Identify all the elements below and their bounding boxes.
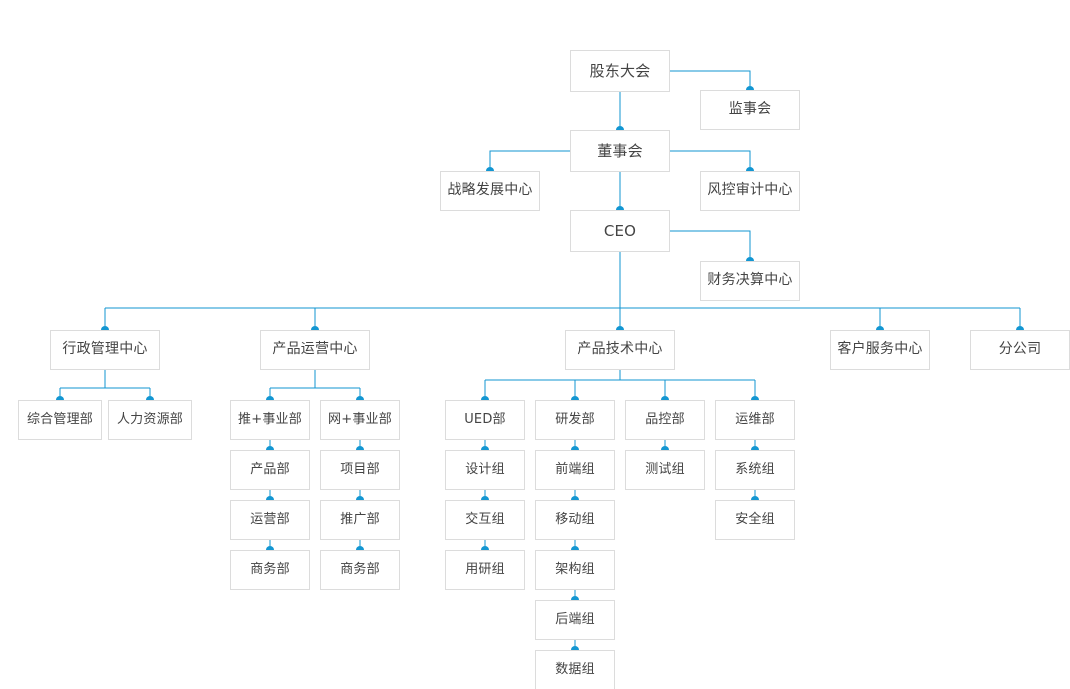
org-node-label: 安全组: [735, 511, 775, 527]
org-node-label: 客户服务中心: [837, 341, 923, 358]
org-node-ops-tui-biz[interactable]: 商务部: [230, 550, 310, 590]
org-node-ops-tui[interactable]: 推+事业部: [230, 400, 310, 440]
org-node-label: 项目部: [340, 461, 380, 477]
org-node-label: 运维部: [735, 411, 775, 427]
org-node-label: 董事会: [597, 141, 643, 160]
org-node-branch[interactable]: 分公司: [970, 330, 1070, 370]
org-node-prodtech[interactable]: 产品技术中心: [565, 330, 675, 370]
org-node-shareholders[interactable]: 股东大会: [570, 50, 670, 92]
shareholders-to-supervisors: [670, 70, 751, 90]
org-node-label: 研发部: [555, 411, 595, 427]
main-trunk-bus: [104, 307, 1021, 330]
org-node-label: 移动组: [555, 511, 595, 527]
org-node-ops-wang-project[interactable]: 项目部: [320, 450, 400, 490]
org-node-label: 后端组: [555, 611, 595, 627]
org-node-ceo[interactable]: CEO: [570, 210, 670, 252]
board-to-strategy: [489, 150, 570, 171]
ceo-to-finance: [670, 230, 751, 261]
org-node-label: 产品技术中心: [577, 341, 663, 358]
org-node-tech-ued-research[interactable]: 用研组: [445, 550, 525, 590]
org-node-custservice[interactable]: 客户服务中心: [830, 330, 930, 370]
org-node-board[interactable]: 董事会: [570, 130, 670, 172]
org-node-label: 战略发展中心: [447, 182, 533, 199]
org-node-label: 商务部: [340, 561, 380, 577]
board-to-riskaudit: [670, 150, 751, 171]
org-node-label: 品控部: [645, 411, 685, 427]
org-node-label: 运营部: [250, 511, 290, 527]
org-node-label: 行政管理中心: [62, 341, 148, 358]
org-node-tech-ued[interactable]: UED部: [445, 400, 525, 440]
org-node-label: 推广部: [340, 511, 380, 527]
org-node-label: 人力资源部: [116, 411, 183, 427]
org-node-riskaudit[interactable]: 风控审计中心: [700, 171, 800, 211]
org-node-label: 推+事业部: [238, 411, 302, 427]
admin-children-bus: [59, 387, 151, 400]
org-node-label: 网+事业部: [328, 411, 392, 427]
ops-children-bus: [269, 387, 361, 400]
org-node-ops-wang-promo[interactable]: 推广部: [320, 500, 400, 540]
org-node-label: 风控审计中心: [707, 182, 793, 199]
org-node-tech-rd-mobile[interactable]: 移动组: [535, 500, 615, 540]
org-node-label: 测试组: [645, 461, 685, 477]
org-node-label: 设计组: [465, 461, 505, 477]
org-node-label: CEO: [603, 221, 637, 240]
org-node-label: 分公司: [998, 341, 1042, 358]
org-node-strategy[interactable]: 战略发展中心: [440, 171, 540, 211]
org-node-finance[interactable]: 财务决算中心: [700, 261, 800, 301]
tech-children-bus: [484, 379, 756, 400]
org-node-label: 系统组: [735, 461, 775, 477]
org-node-label: 前端组: [555, 461, 595, 477]
org-node-ops-tui-product[interactable]: 产品部: [230, 450, 310, 490]
org-node-supervisors[interactable]: 监事会: [700, 90, 800, 130]
org-node-tech-ued-inter[interactable]: 交互组: [445, 500, 525, 540]
org-node-label: 财务决算中心: [707, 272, 793, 289]
org-node-tech-ops-security[interactable]: 安全组: [715, 500, 795, 540]
org-node-tech-rd-front[interactable]: 前端组: [535, 450, 615, 490]
org-node-label: 商务部: [250, 561, 290, 577]
org-node-label: 用研组: [465, 561, 505, 577]
org-node-tech-ops-system[interactable]: 系统组: [715, 450, 795, 490]
org-node-label: UED部: [464, 411, 506, 427]
org-node-tech-rd[interactable]: 研发部: [535, 400, 615, 440]
org-node-ops-wang[interactable]: 网+事业部: [320, 400, 400, 440]
org-node-label: 数据组: [555, 661, 595, 677]
org-node-admin[interactable]: 行政管理中心: [50, 330, 160, 370]
org-node-admin-general[interactable]: 综合管理部: [18, 400, 102, 440]
org-node-tech-rd-back[interactable]: 后端组: [535, 600, 615, 640]
org-node-ops-wang-biz[interactable]: 商务部: [320, 550, 400, 590]
org-node-tech-rd-data[interactable]: 数据组: [535, 650, 615, 689]
org-node-label: 产品运营中心: [272, 341, 358, 358]
org-node-ops-tui-ops[interactable]: 运营部: [230, 500, 310, 540]
org-node-tech-rd-arch[interactable]: 架构组: [535, 550, 615, 590]
org-node-admin-hr[interactable]: 人力资源部: [108, 400, 192, 440]
org-node-label: 产品部: [250, 461, 290, 477]
org-node-tech-ued-design[interactable]: 设计组: [445, 450, 525, 490]
org-node-label: 综合管理部: [26, 411, 93, 427]
org-node-tech-qa-test[interactable]: 测试组: [625, 450, 705, 490]
org-node-tech-qa[interactable]: 品控部: [625, 400, 705, 440]
org-node-label: 架构组: [555, 561, 595, 577]
org-node-label: 监事会: [728, 101, 772, 118]
org-node-tech-ops[interactable]: 运维部: [715, 400, 795, 440]
org-node-label: 股东大会: [589, 61, 651, 80]
org-node-label: 交互组: [465, 511, 505, 527]
org-node-prodops[interactable]: 产品运营中心: [260, 330, 370, 370]
